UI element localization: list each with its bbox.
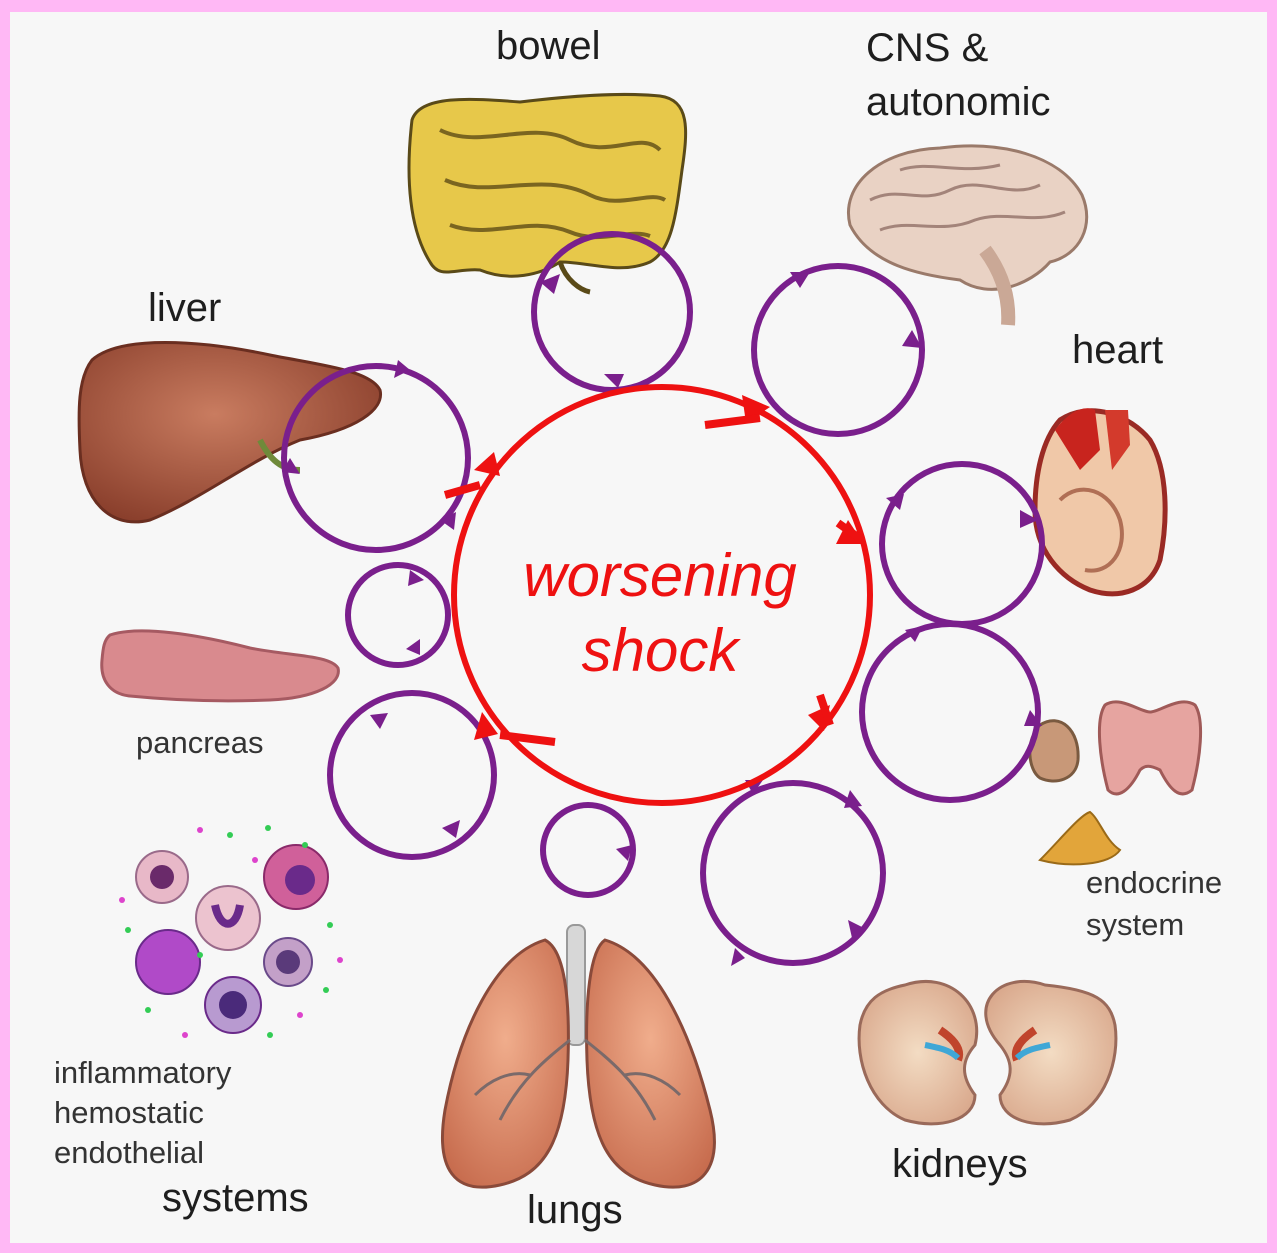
label-endothelial: endothelial [54,1136,204,1171]
heart-illustration [1035,408,1165,594]
label-lungs: lungs [527,1188,623,1233]
label-bowel: bowel [496,24,601,69]
label-kidneys: kidneys [892,1142,1028,1187]
label-endocrine-line1: endocrine [1086,866,1222,901]
center-title-line1: worsening [440,538,880,613]
label-hemostatic: hemostatic [54,1096,204,1131]
label-endocrine-line2: system [1086,908,1184,943]
label-cns-line2: autonomic [866,80,1051,125]
label-systems: systems [162,1176,309,1221]
label-inflammatory: inflammatory [54,1056,231,1091]
label-cns-line1: CNS & [866,26,988,71]
label-heart: heart [1072,328,1163,373]
bowel-illustration [409,94,686,292]
label-liver: liver [148,286,221,331]
center-title: worsening shock [440,538,880,688]
center-title-line2: shock [440,613,880,688]
label-pancreas: pancreas [136,726,264,761]
